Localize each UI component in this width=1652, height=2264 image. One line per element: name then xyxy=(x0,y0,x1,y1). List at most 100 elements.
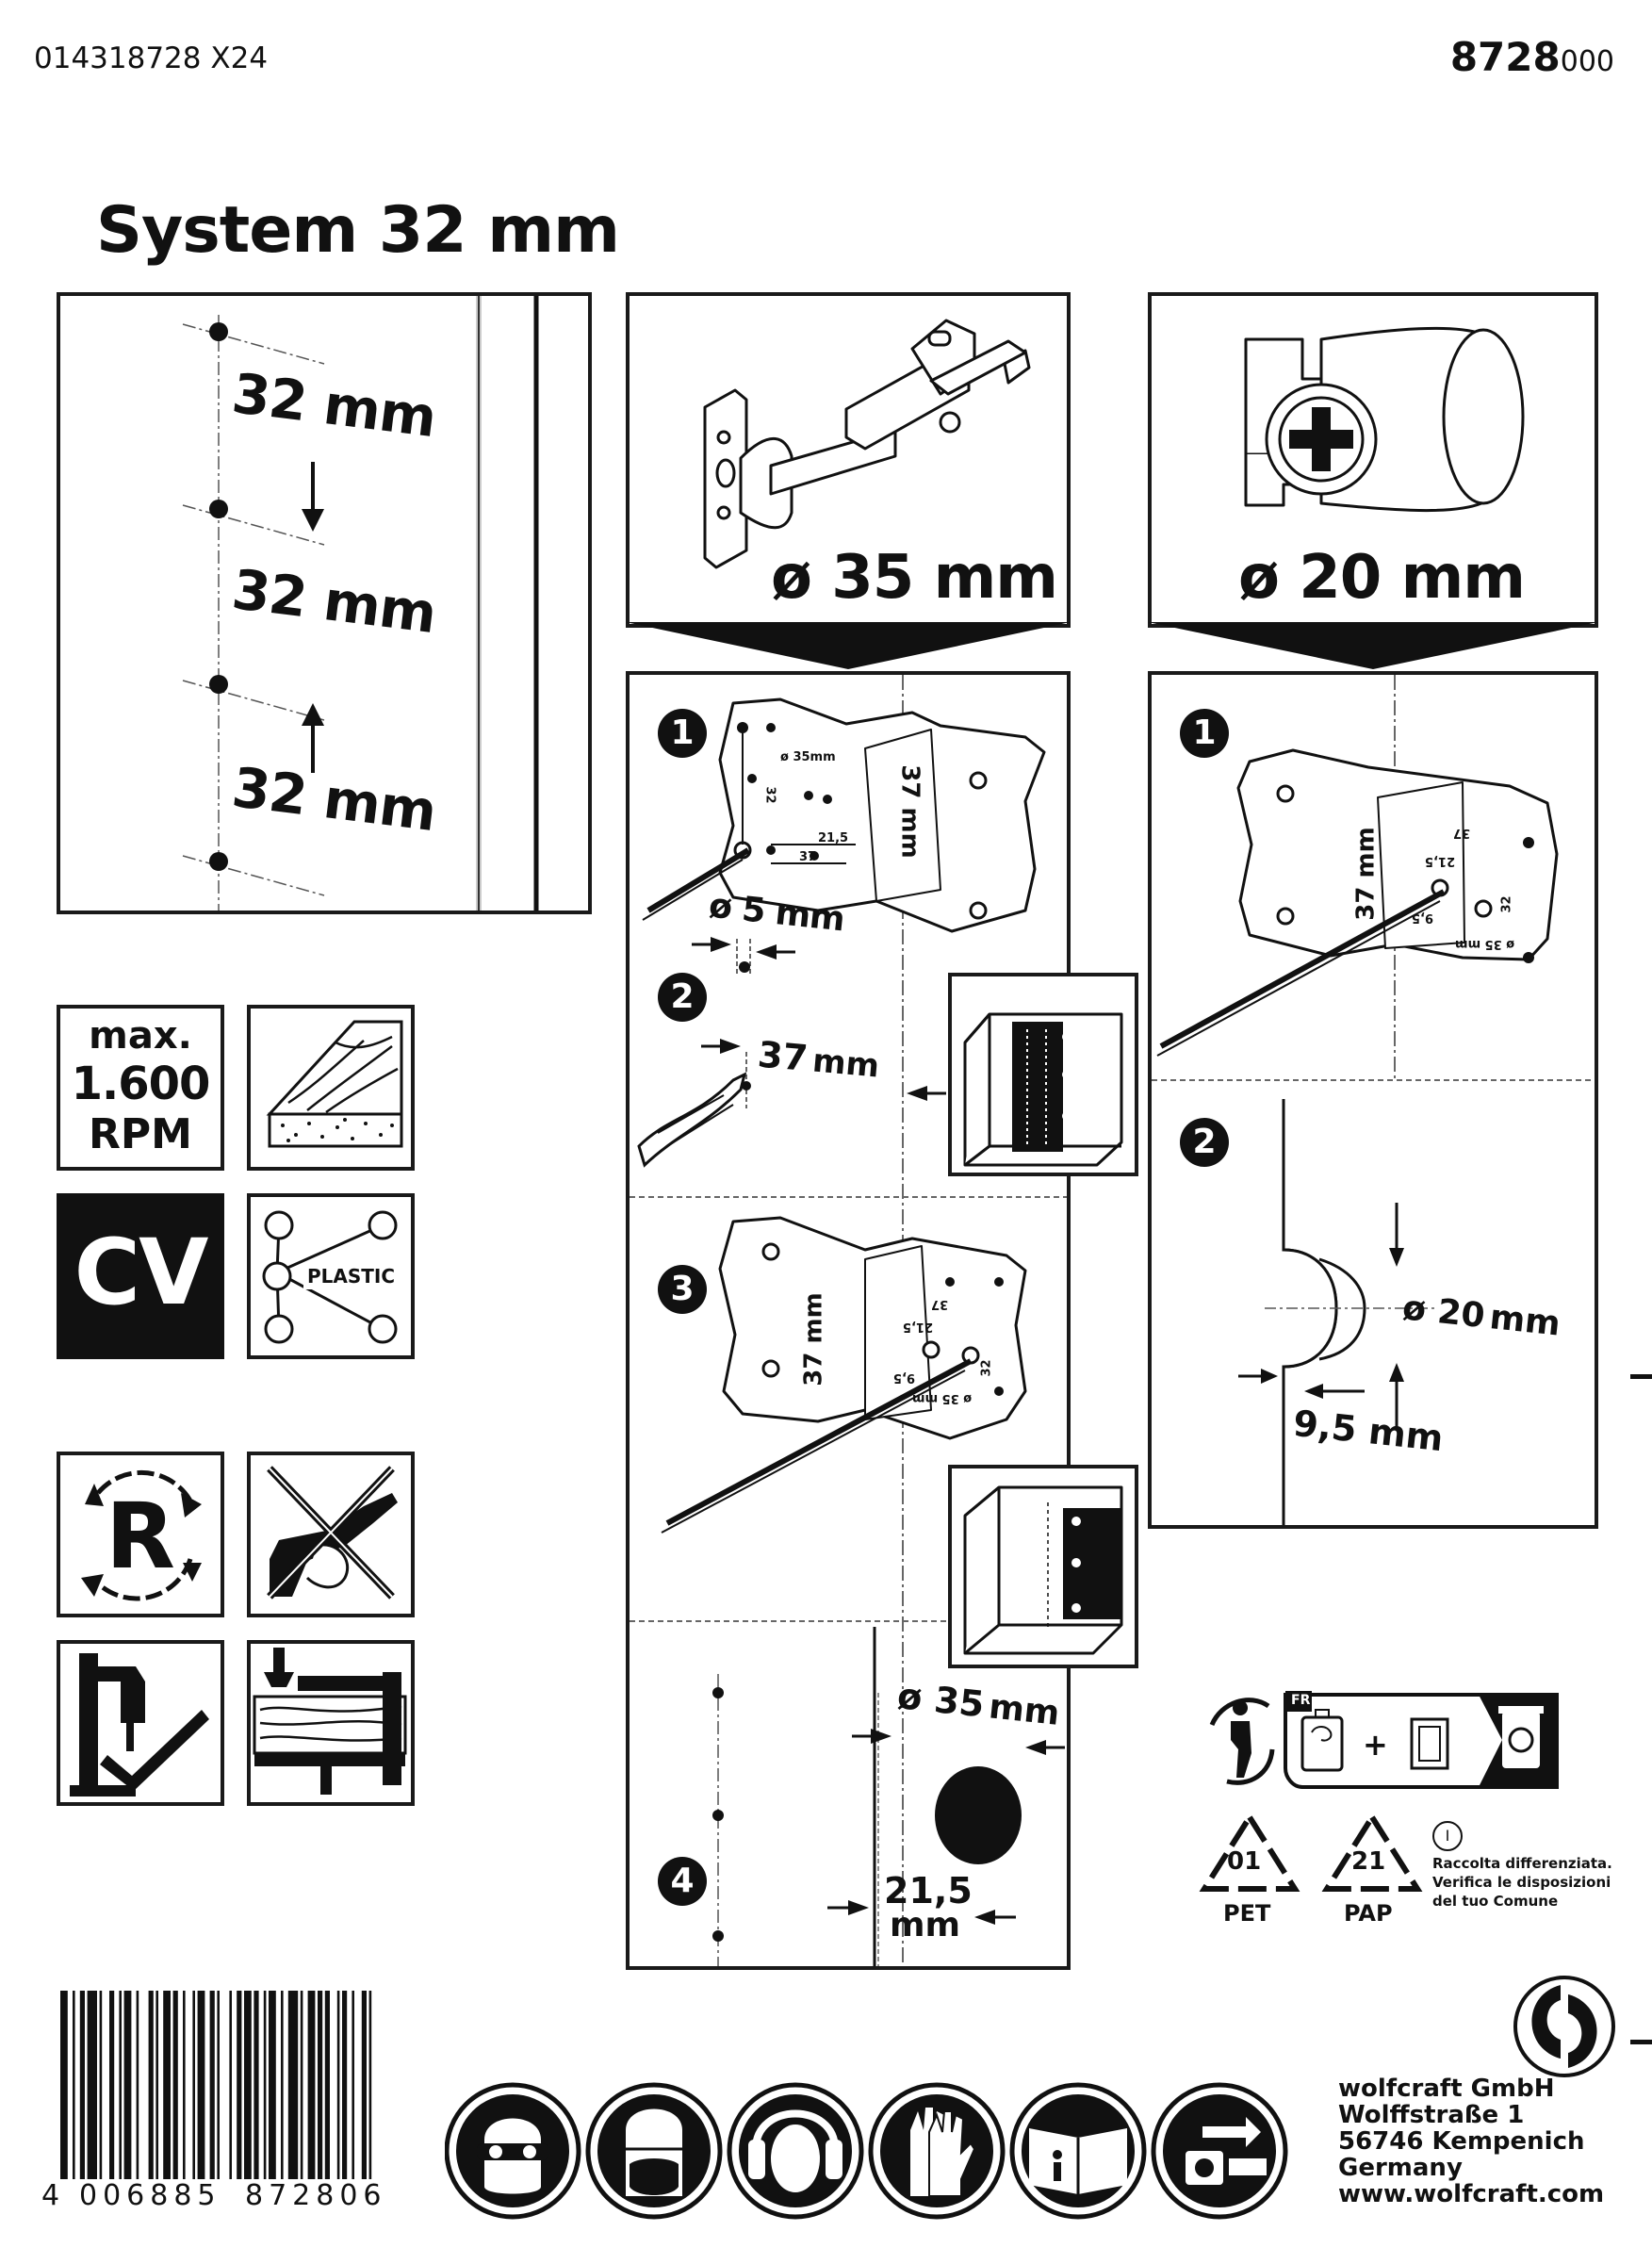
reversible-badge: R xyxy=(57,1452,224,1617)
hole-3 xyxy=(209,675,228,694)
article-number-suffix: 000 xyxy=(1560,45,1614,78)
gloves-icon xyxy=(868,2082,1006,2220)
hole-1 xyxy=(209,322,228,341)
barcode-group-1: 006885 xyxy=(79,2179,221,2212)
pap-code: 21 xyxy=(1351,1847,1386,1876)
connector-icon xyxy=(1244,326,1525,513)
pap-recycling-icon xyxy=(1321,1812,1423,1892)
recycling-note-1: Raccolta differenziata. xyxy=(1432,1855,1612,1872)
triman-icon: + xyxy=(1209,1691,1559,1789)
hinge-panel: ø 35 mm xyxy=(626,292,1071,628)
hole-2 xyxy=(209,500,228,518)
hole-distance-value: 37 xyxy=(756,1033,810,1079)
rpm-line2: 1.600 xyxy=(71,1058,211,1110)
connector-template-32: 32 xyxy=(1499,895,1514,913)
pet-code: 01 xyxy=(1227,1847,1262,1876)
article-code: 014318728 X24 xyxy=(34,41,269,75)
no-hand-drill-badge xyxy=(247,1452,415,1617)
plastic-label: PLASTIC xyxy=(307,1265,396,1288)
template3-37mm: 37 mm xyxy=(799,1292,828,1386)
address-line-1: wolfcraft GmbH xyxy=(1338,2075,1555,2103)
rpm-line3: RPM xyxy=(89,1110,192,1158)
clamp-icon xyxy=(253,1648,407,1795)
template3-37: 37 xyxy=(931,1297,949,1311)
address-line-5: www.wolfcraft.com xyxy=(1338,2180,1605,2208)
address-line-4: Germany xyxy=(1338,2154,1463,2182)
wood-badge xyxy=(247,1005,415,1171)
dust-mask-icon xyxy=(585,2082,723,2220)
connector-steps-panel: 1 2 37 mm 37 21,5 32 9,5 ø 35 mm ø 20 mm… xyxy=(1148,671,1598,1529)
hole-row-diagram xyxy=(182,296,539,911)
drilling-template-1 xyxy=(718,697,1046,933)
wood-icon xyxy=(266,1020,403,1148)
barcode: 4 006885 872806 xyxy=(41,1991,418,2213)
spacing-panel: 32 mm 32 mm 32 mm xyxy=(57,292,592,914)
cup-hole-diameter-value: ø 35 xyxy=(895,1675,987,1726)
template1-diameter: ø 35mm xyxy=(780,750,836,764)
page-title: System 32 mm xyxy=(96,193,620,268)
rpm-badge: max. 1.600 RPM xyxy=(57,1005,224,1171)
clamp-badge xyxy=(247,1640,415,1806)
connector-step-1-number: 1 xyxy=(1180,709,1229,758)
margin-mark-2 xyxy=(1630,2040,1652,2044)
address-line-3: 56746 Kempenich xyxy=(1338,2127,1585,2156)
pet-recycling-icon xyxy=(1199,1812,1300,1892)
barcode-digit-first: 4 xyxy=(41,2179,60,2212)
info-circle: I xyxy=(1432,1821,1463,1851)
material-cv-badge: CV xyxy=(57,1193,224,1359)
molecule-icon xyxy=(262,1210,398,1344)
cabinet-inset-1 xyxy=(948,973,1138,1176)
cabinet-inset-2 xyxy=(948,1465,1138,1668)
pet-label: PET xyxy=(1223,1900,1271,1927)
material-cv-label: CV xyxy=(74,1220,209,1325)
cup-hole-diameter-unit: mm xyxy=(987,1687,1062,1733)
article-number: 8728000 xyxy=(1450,34,1614,80)
connector-panel: ø 20 mm xyxy=(1148,292,1598,628)
svg-text:+: + xyxy=(1363,1727,1388,1763)
manufacturer-address: wolfcraft GmbH Wolffstraße 1 56746 Kempe… xyxy=(1338,2075,1604,2207)
green-dot-icon xyxy=(1513,1976,1615,2077)
hinge-step-4-number: 4 xyxy=(658,1857,707,1906)
connector-template-95: 9,5 xyxy=(1412,911,1434,925)
hinge-diameter: ø 35 mm xyxy=(771,543,1058,613)
recycling-note-3: del tuo Comune xyxy=(1432,1893,1559,1910)
cup-hole xyxy=(935,1766,1022,1864)
hinge-arrow xyxy=(626,622,1071,669)
reversible-label: R xyxy=(106,1484,175,1589)
read-manual-icon xyxy=(1009,2082,1147,2220)
cup-hole-offset-unit: mm xyxy=(890,1906,961,1944)
template3-95: 9,5 xyxy=(893,1370,916,1385)
safety-glasses-icon xyxy=(445,2082,581,2220)
barcode-bars xyxy=(60,1991,372,2179)
connector-diameter: ø 20 mm xyxy=(1238,543,1526,613)
barcode-group-2: 872806 xyxy=(245,2179,387,2212)
margin-mark-1 xyxy=(1630,1374,1652,1379)
hole-4 xyxy=(209,852,228,871)
drill-stand-badge xyxy=(57,1640,224,1806)
ear-protection-icon xyxy=(727,2082,864,2220)
hinge-icon xyxy=(703,319,1031,569)
connector-template-215: 21,5 xyxy=(1425,854,1456,868)
cup-hole-offset: 21,5 xyxy=(884,1870,973,1911)
rotation-arrows-icon xyxy=(81,1469,202,1601)
safety-icons-row xyxy=(445,2074,1331,2234)
no-hand-drill-icon xyxy=(267,1466,398,1600)
connector-hole-diameter-unit: mm xyxy=(1487,1298,1562,1344)
unplug-icon xyxy=(1151,2082,1288,2220)
hinge-step-3-number: 3 xyxy=(658,1265,707,1314)
template1-37mm: 37 mm xyxy=(895,764,924,859)
template1-215: 21,5 xyxy=(818,831,849,845)
drill-stand-icon xyxy=(70,1653,209,1796)
template3-diameter: ø 35 mm xyxy=(912,1391,973,1405)
template3-32: 32 xyxy=(979,1359,994,1377)
template1-32: 32 xyxy=(762,786,777,804)
recycling-note-2: Verifica le disposizioni xyxy=(1432,1874,1611,1891)
template1-37: 37 xyxy=(799,850,817,864)
template3-215: 21,5 xyxy=(903,1320,934,1334)
hinge-steps-panel: 1 2 3 4 ø 35mm 32 21,5 37 37 mm ø 5 mm 3… xyxy=(626,671,1071,1970)
connector-template-diameter: ø 35 mm xyxy=(1455,937,1515,951)
hinge-step-1-number: 1 xyxy=(658,709,707,758)
address-line-2: Wolffstraße 1 xyxy=(1338,2101,1525,2129)
connector-template-37: 37 xyxy=(1453,826,1471,840)
country-code: FR xyxy=(1291,1693,1311,1708)
